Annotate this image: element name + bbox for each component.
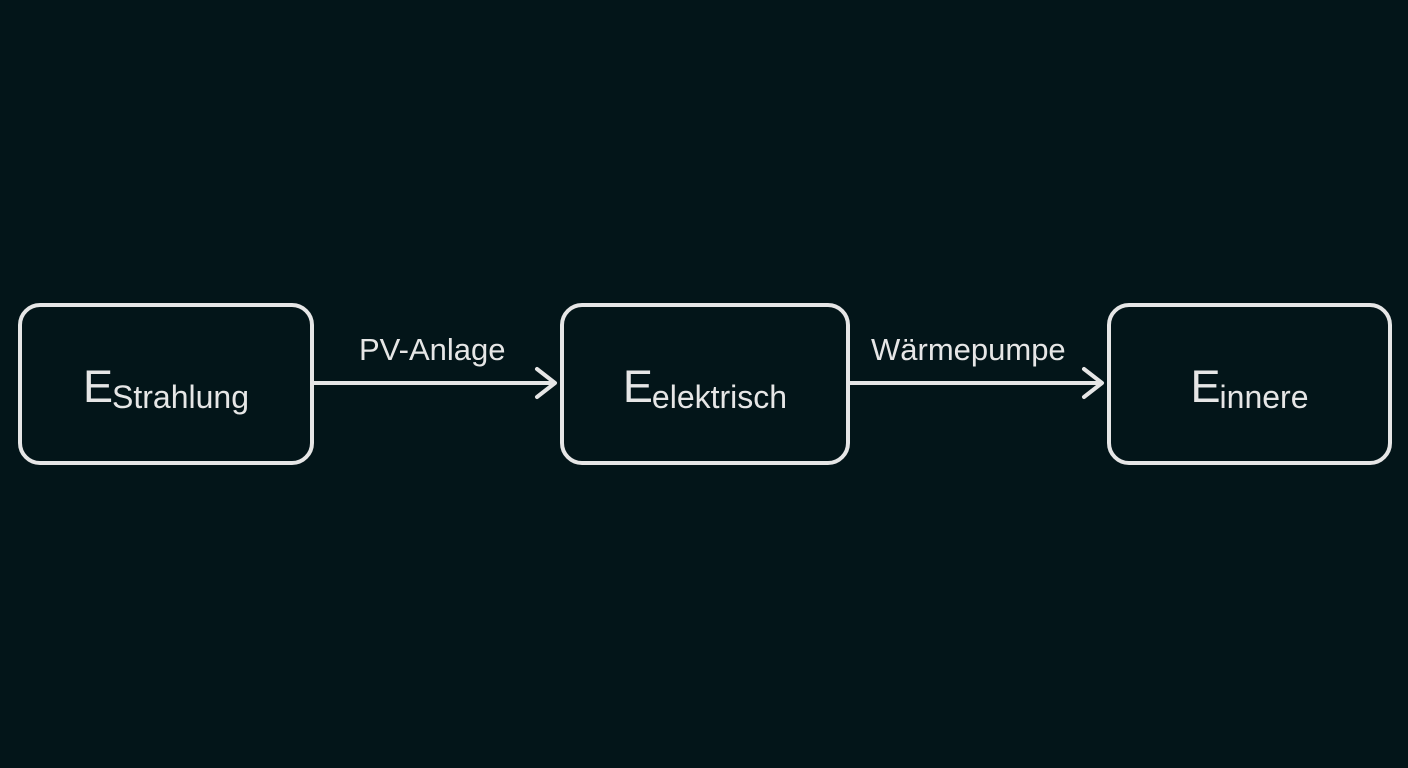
node-innere-subscript: innere	[1219, 378, 1309, 415]
edge-label-waermepumpe: Wärmepumpe	[871, 332, 1066, 367]
node-elektrisch: Eelektrisch	[560, 303, 850, 465]
node-innere-label: Einnere	[1190, 360, 1309, 413]
node-innere: Einnere	[1107, 303, 1392, 465]
node-innere-symbol: E	[1190, 360, 1221, 412]
node-elektrisch-subscript: elektrisch	[651, 378, 788, 415]
node-elektrisch-symbol: E	[622, 360, 653, 412]
node-strahlung-subscript: Strahlung	[112, 378, 249, 415]
arrow-head-waermepumpe	[1082, 367, 1104, 399]
node-strahlung-symbol: E	[83, 360, 113, 412]
edge-label-pv-anlage: PV-Anlage	[359, 332, 506, 367]
node-strahlung: EStrahlung	[18, 303, 314, 465]
node-elektrisch-label: Eelektrisch	[622, 360, 787, 413]
node-strahlung-label: EStrahlung	[83, 360, 249, 413]
arrow-head-pv-anlage	[535, 367, 557, 399]
